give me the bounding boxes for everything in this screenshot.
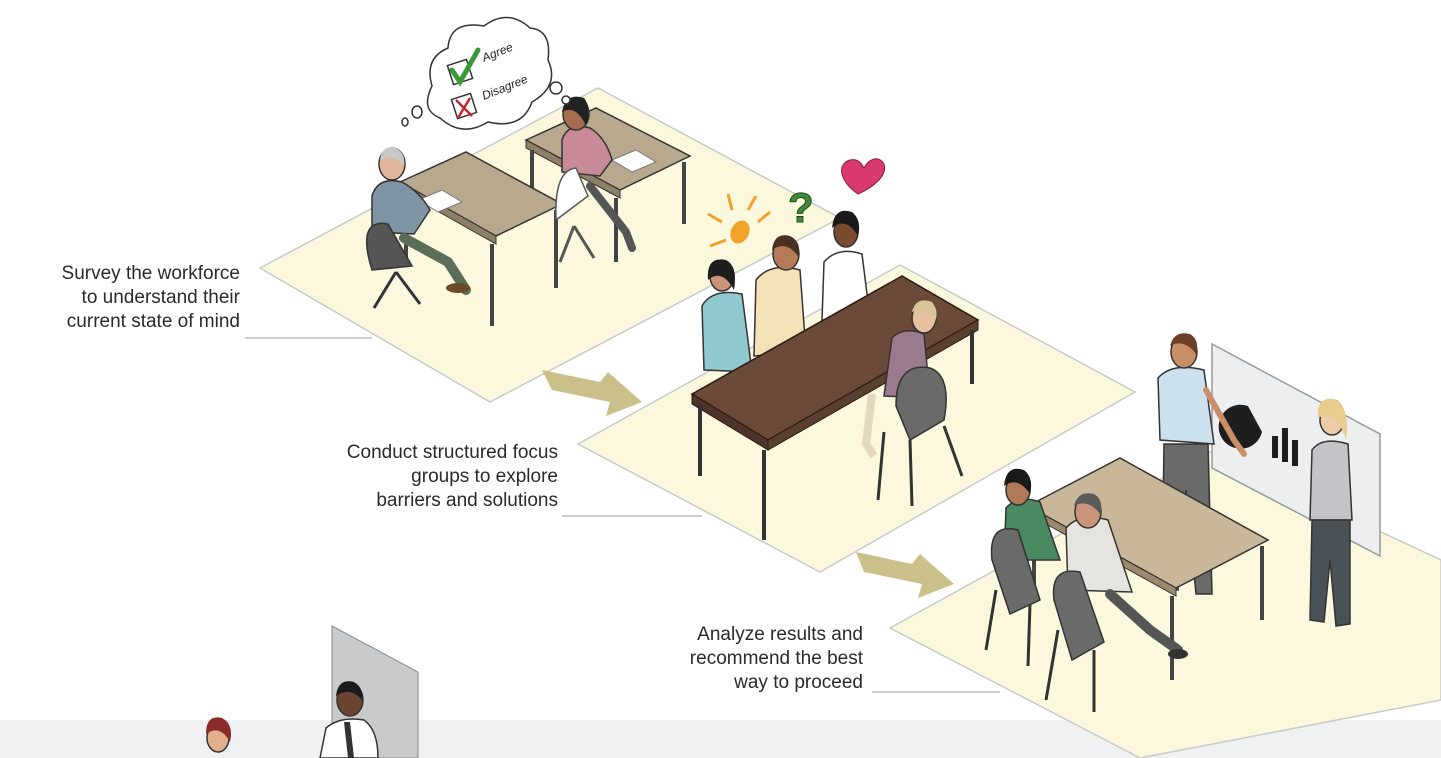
check-icon — [449, 47, 481, 87]
person-analyst-man — [1065, 493, 1188, 659]
person-survey-woman — [555, 96, 636, 263]
thought-bubble: Agree Disagree — [401, 16, 571, 130]
step-2-caption: Conduct structured focus groups to explo… — [346, 442, 558, 511]
step-3-caption: Analyze results and recommend the best w… — [689, 624, 863, 693]
person-survey-man — [365, 147, 471, 309]
chair-analyst-left — [984, 527, 1041, 667]
lightbulb-icon — [707, 193, 771, 248]
chair-analyst-right — [1044, 570, 1105, 712]
heart-icon — [841, 158, 886, 195]
focus-group-scene: ? — [690, 158, 980, 540]
survey-scene: Agree Disagree — [365, 16, 692, 326]
person-next-woman — [206, 717, 231, 753]
person-focus-woman-left — [701, 259, 753, 373]
person-next-man — [319, 681, 379, 758]
next-scene-partial — [206, 625, 419, 758]
question-mark-icon: ? — [788, 184, 814, 231]
person-focus-man-center — [753, 235, 807, 357]
chair-focus-front — [876, 366, 964, 507]
x-mark-icon — [455, 97, 473, 119]
bar-chart-icon — [1272, 428, 1298, 466]
person-presenter-woman — [1309, 398, 1353, 627]
step-1-caption: Survey the workforce to understand their… — [61, 263, 240, 332]
flow-arrow-1 — [542, 370, 642, 416]
analysis-scene — [984, 333, 1381, 712]
flow-arrow-2 — [856, 552, 954, 598]
